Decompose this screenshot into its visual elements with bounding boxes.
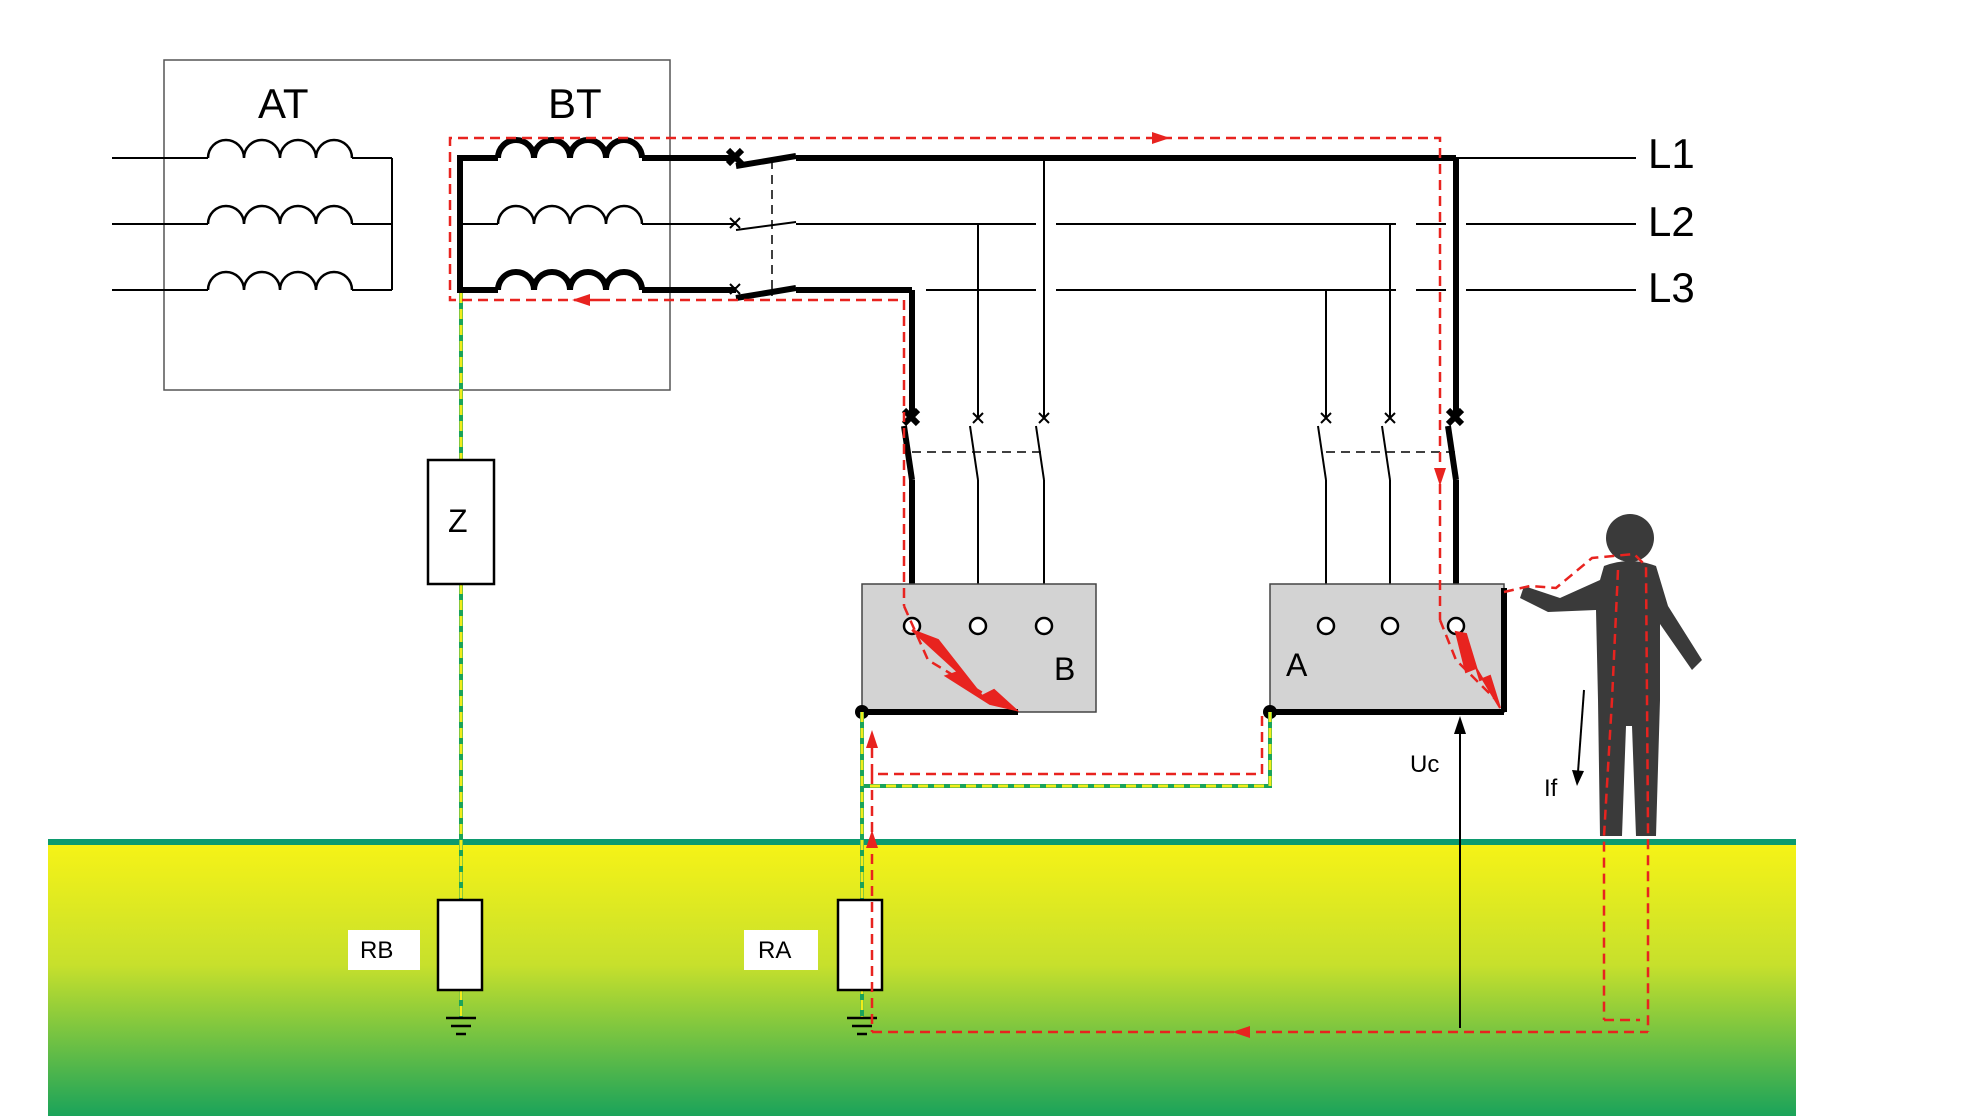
impedance-label: Z <box>448 503 468 539</box>
phase-label-l3: L3 <box>1648 264 1695 311</box>
earth-ground-icon <box>446 1016 476 1036</box>
busbars <box>796 155 1636 293</box>
main-breaker <box>642 147 797 301</box>
load-b: B <box>855 583 1097 719</box>
primary-windings <box>112 138 393 291</box>
touch-voltage-label: Uc <box>1410 751 1439 778</box>
lightning-bolt-icon <box>1454 630 1501 709</box>
fault-current-path <box>448 132 1650 1038</box>
secondary-label: BT <box>548 80 602 127</box>
primary-label: AT <box>258 80 309 127</box>
feeder-b-breaker <box>901 158 1050 618</box>
fault-current-arrow <box>1572 689 1585 786</box>
fault-current-label: If <box>1544 775 1558 802</box>
touch-voltage-arrow <box>1454 716 1466 1028</box>
phase-label-l2: L2 <box>1648 198 1695 245</box>
load-b-label: B <box>1054 651 1075 687</box>
earth-a-label: RA <box>758 937 791 964</box>
secondary-windings <box>457 137 645 293</box>
earth-b-label: RB <box>360 937 393 964</box>
ground-area <box>48 841 1796 1116</box>
lightning-bolt-icon <box>911 629 1020 712</box>
impedance-z: Z <box>426 458 496 586</box>
load-a-label: A <box>1286 647 1308 683</box>
earth-electrode-rb: RB <box>348 898 484 1036</box>
phase-label-l1: L1 <box>1648 130 1695 177</box>
feeder-a-breaker <box>1317 158 1465 618</box>
